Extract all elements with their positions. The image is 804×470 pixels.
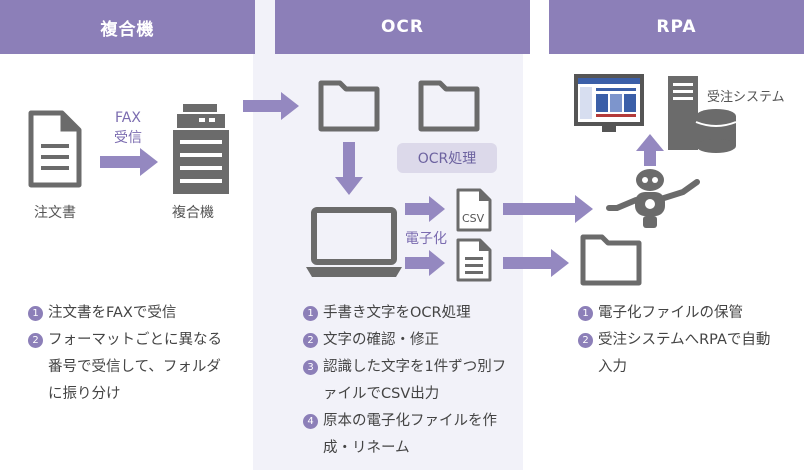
arrow-doc-to-machine (100, 156, 142, 168)
step-item: 2 文字の確認・修正 (303, 327, 508, 354)
arrow-robot-to-system-head (636, 134, 664, 151)
multifunction-machine-label: 複合機 (172, 205, 214, 221)
digitized-document-icon (456, 238, 492, 282)
fax-label-line1: FAX (115, 110, 141, 126)
ocr-processing-badge: OCR処理 (397, 143, 497, 173)
step-number: 2 (578, 333, 593, 348)
step-number: 3 (303, 360, 318, 375)
csv-file-icon (456, 188, 492, 232)
step-number: 4 (303, 414, 318, 429)
header-ocr: OCR (275, 0, 530, 54)
step-item: 4 原本の電子化ファイルを作成・リネーム (303, 408, 508, 462)
arrow-robot-to-system (644, 150, 656, 166)
order-document-label: 注文書 (34, 205, 76, 221)
step-text: 手書き文字をOCR処理 (323, 305, 471, 321)
rpa-robot-icon (606, 169, 700, 228)
rpa-steps: 1 電子化ファイルの保管 2 受注システムへRPAで自動入力 (578, 300, 778, 381)
digitize-label: 電子化 (405, 231, 447, 247)
header-multifunction: 複合機 (0, 0, 255, 54)
order-system-label: 受注システム (707, 90, 785, 105)
arrow-folder-to-laptop-head (335, 177, 363, 195)
step-item: 1 手書き文字をOCR処理 (303, 300, 508, 327)
arrow-csv-to-robot-head (575, 195, 593, 223)
order-document-icon (28, 110, 82, 188)
step-number: 2 (303, 333, 318, 348)
storage-folder-icon (580, 234, 642, 286)
arrow-csv-to-robot (503, 203, 577, 215)
arrow-folder-to-laptop (343, 142, 355, 178)
inbox-folder-icon (318, 80, 380, 132)
arrow-laptop-to-csv (405, 203, 431, 215)
step-number: 1 (578, 306, 593, 321)
step-number: 1 (303, 306, 318, 321)
step-text: 文字の確認・修正 (323, 332, 439, 348)
step-item: 2 フォーマットごとに異なる番号で受信して、フォルダに振り分け (28, 327, 228, 408)
arrow-laptop-to-csv-head (429, 196, 445, 222)
step-text: 電子化ファイルの保管 (598, 305, 743, 321)
server-database-icon (668, 76, 737, 153)
step-text: 受注システムへRPAで自動入力 (598, 332, 771, 375)
step-item: 3 認識した文字を1件ずつ別ファイルでCSV出力 (303, 354, 508, 408)
arrow-laptop-to-scan-head (429, 250, 445, 276)
step-number: 1 (28, 306, 43, 321)
order-system-screen-icon (574, 74, 644, 132)
step-text: 認識した文字を1件ずつ別ファイルでCSV出力 (323, 359, 507, 402)
arrow-laptop-to-scan (405, 257, 431, 269)
multifunction-steps: 1 注文書をFAXで受信 2 フォーマットごとに異なる番号で受信して、フォルダに振り… (28, 300, 228, 408)
step-number: 2 (28, 333, 43, 348)
arrow-machine-to-ocr (243, 100, 283, 112)
step-text: 注文書をFAXで受信 (48, 305, 177, 321)
header-rpa: RPA (549, 0, 804, 54)
step-item: 2 受注システムへRPAで自動入力 (578, 327, 778, 381)
multifunction-machine-icon (173, 104, 229, 194)
ocr-output-folder-icon (418, 80, 480, 132)
fax-receive-label: FAX 受信 (108, 108, 148, 148)
arrow-scan-to-storage (503, 257, 553, 269)
step-item: 1 電子化ファイルの保管 (578, 300, 778, 327)
arrow-machine-to-ocr-head (281, 92, 299, 120)
step-text: フォーマットごとに異なる番号で受信して、フォルダに振り分け (48, 332, 222, 402)
csv-file-label: CSV (462, 212, 485, 225)
column-ocr-background (253, 0, 523, 470)
arrow-scan-to-storage-head (551, 249, 569, 277)
step-item: 1 注文書をFAXで受信 (28, 300, 228, 327)
fax-label-line2: 受信 (114, 130, 142, 146)
laptop-icon (306, 207, 402, 277)
step-text: 原本の電子化ファイルを作成・リネーム (323, 413, 497, 456)
arrow-doc-to-machine-head (140, 148, 158, 176)
ocr-steps: 1 手書き文字をOCR処理 2 文字の確認・修正 3 認識した文字を1件ずつ別ファイル… (303, 300, 508, 462)
